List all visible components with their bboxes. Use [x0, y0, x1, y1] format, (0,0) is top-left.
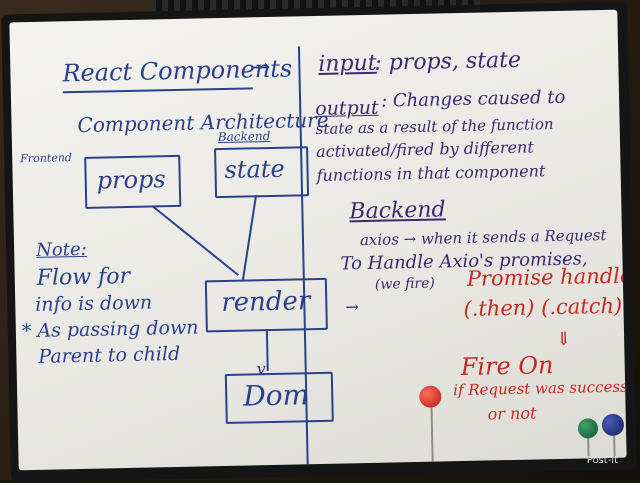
state-box: state [214, 146, 310, 199]
board-brand-label: Post-it [586, 455, 618, 466]
backend-line-3: (we fire) [374, 275, 436, 293]
if-line-1: if Request was successful [452, 377, 627, 400]
output-line-1: : Changes caused to [380, 86, 566, 112]
red-magnet-string [430, 407, 434, 462]
state-text: state [224, 154, 285, 184]
dom-box: Dom [224, 371, 334, 424]
dom-text: Dom [242, 378, 310, 413]
props-text: props [96, 165, 166, 195]
note-label: Note: [35, 238, 87, 261]
fire-on: Fire On [460, 351, 554, 382]
render-to-dom-arrowhead: v [256, 359, 266, 379]
state-to-render-line [241, 194, 258, 281]
title-arrow: → [250, 52, 271, 82]
render-text: render [220, 286, 311, 319]
then-catch: (.then) (.catch) [463, 293, 623, 321]
green-magnet [577, 418, 599, 439]
note-line-1: Flow for [36, 263, 131, 291]
note-line-2: info is down [35, 291, 153, 316]
backend-arrow: → [345, 297, 360, 317]
frontend-label: Frontend [20, 151, 73, 166]
input-label: input [318, 50, 377, 77]
render-to-dom-line [265, 329, 269, 372]
note-line-4: Parent to child [38, 342, 181, 368]
backend-heading: Backend [349, 197, 446, 225]
output-line-4: functions in that component [316, 161, 546, 186]
if-line-2: or not [487, 403, 537, 424]
render-box: render [204, 277, 328, 333]
output-line-2: state as a result of the function [315, 115, 554, 139]
output-label: output [315, 96, 379, 121]
note-line-3: * As passing down [21, 316, 199, 343]
promise-handlers: Promise handlers [466, 262, 627, 291]
navy-magnet [601, 413, 625, 437]
props-to-render-line [151, 205, 239, 276]
architecture-heading: Component Architecture [77, 107, 329, 138]
red-magnet [419, 385, 442, 408]
whiteboard: React Components → Component Architectur… [9, 9, 627, 471]
backend-line-1: axios → when it sends a Request [359, 225, 607, 250]
props-box: props [84, 154, 182, 209]
title-underline [62, 87, 253, 94]
input-text: : props, state [374, 47, 522, 76]
down-arrow: ⇓ [555, 328, 572, 351]
backend-label: Backend [217, 128, 271, 145]
output-line-3: activated/fired by different [315, 137, 534, 162]
